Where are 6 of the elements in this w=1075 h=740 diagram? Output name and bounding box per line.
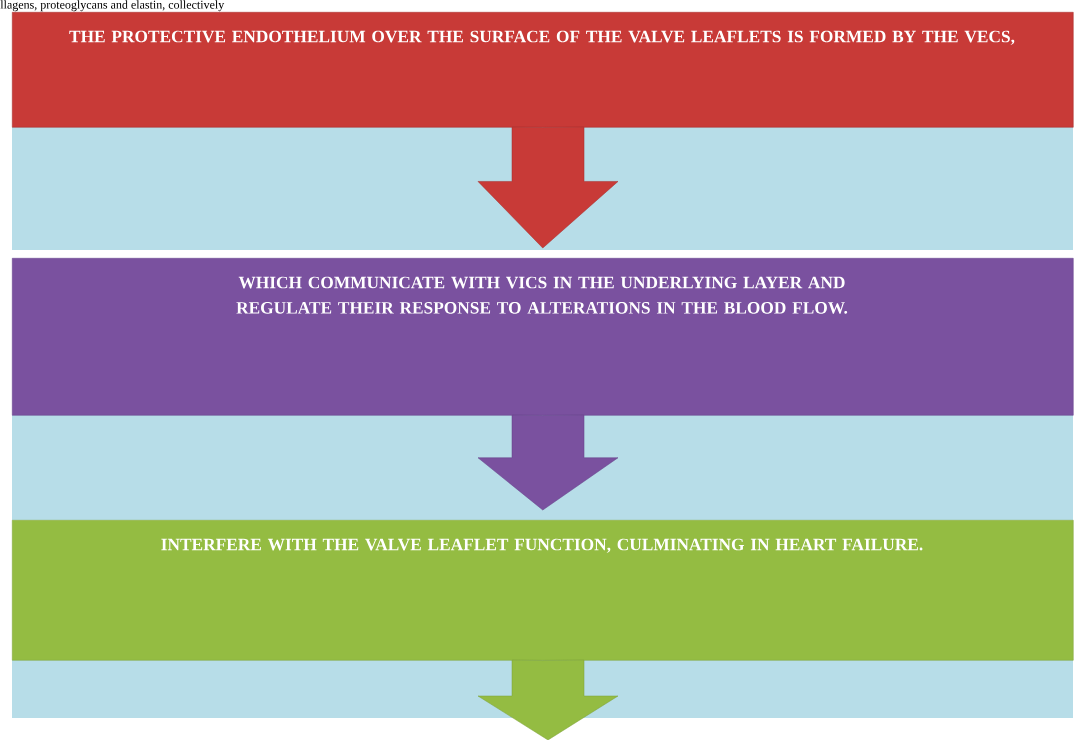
process-box: THE PROTECTIVE ENDOTHELIUM OVER THE SURFACE OF THE VALVE LEAFLETS IS FORMED BY THE VECS,	[12, 12, 1074, 128]
block-arrow	[477, 414, 619, 511]
block-arrow	[477, 659, 619, 740]
block-arrow	[477, 126, 619, 249]
process-box: WHICH COMMUNICATE WITH VICS IN THE UNDERLYING LAYER AND REGULATE THEIR RESPONSE TO ALTERATIONS IN THE BLOOD FLOW.	[12, 258, 1074, 416]
process-box: INTERFERE WITH THE VALVE LEAFLET FUNCTION, CULMINATING IN HEART FAILURE.	[12, 520, 1074, 661]
